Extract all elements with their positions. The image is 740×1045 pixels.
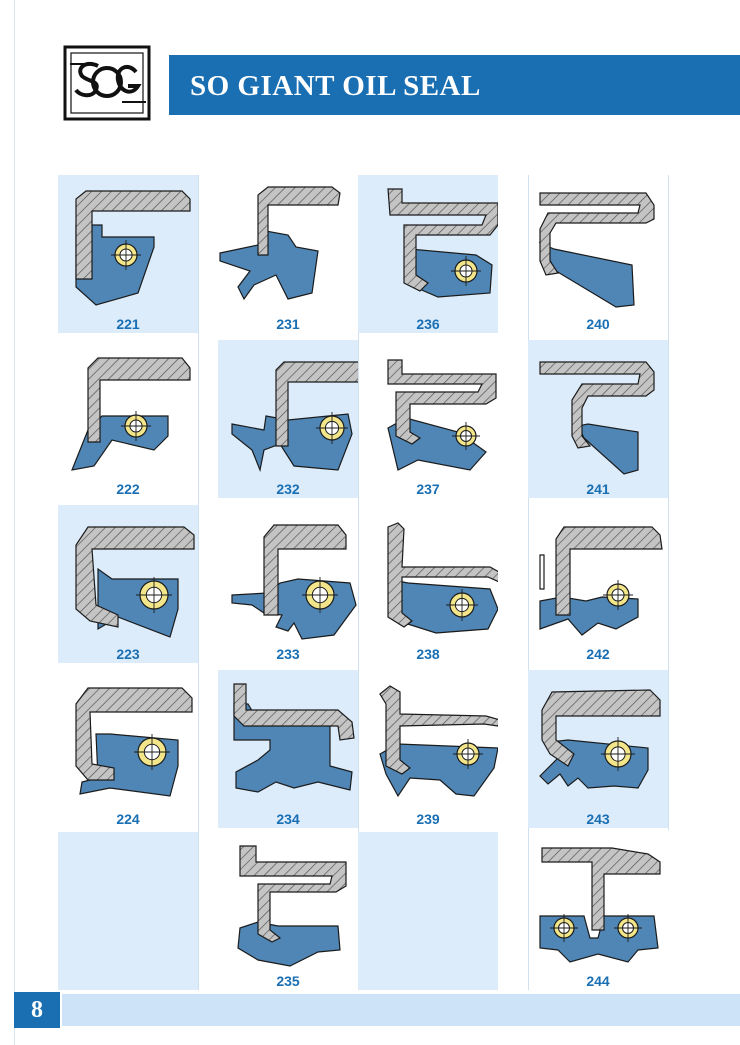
seal-cell: 239: [358, 670, 498, 828]
seal-code-label: 244: [586, 973, 610, 989]
seal-profile-drawing: [231, 524, 357, 640]
seal-code-label: 236: [416, 316, 440, 332]
seal-code-label: 221: [116, 316, 140, 332]
seal-grid: [58, 175, 669, 990]
seal-cell: 224: [58, 670, 198, 828]
grid-divider: [358, 175, 359, 990]
seal-code-label: 241: [586, 481, 610, 497]
seal-code-label: 224: [116, 811, 140, 827]
seal-profile-drawing: [233, 683, 355, 793]
seal-cell: 242: [528, 505, 668, 663]
seal-code-label: 233: [276, 646, 300, 662]
seal-code-label: 242: [586, 646, 610, 662]
seal-profile-drawing: [539, 526, 663, 636]
grid-divider: [528, 175, 529, 990]
seal-code-label: 222: [116, 481, 140, 497]
seal-cell: 223: [58, 505, 198, 663]
seal-cell: 236: [358, 175, 498, 333]
seal-profile-drawing: [219, 186, 341, 301]
seal-profile-drawing: [231, 361, 358, 473]
seal-profile-drawing: [539, 689, 661, 789]
header-bar: [169, 55, 740, 115]
seal-cell: 221: [58, 175, 198, 333]
seal-profile-drawing: [237, 845, 347, 967]
seal-cell: 244: [528, 832, 668, 990]
seal-code-label: 243: [586, 811, 610, 827]
seal-code-label: 240: [586, 316, 610, 332]
seal-profile-drawing: [379, 685, 498, 798]
seal-cell: 241: [528, 340, 668, 498]
page-number-box: [14, 992, 60, 1028]
seal-cell: 222: [58, 340, 198, 498]
seal-cell: 233: [218, 505, 358, 663]
seal-code-label: 234: [276, 811, 300, 827]
seal-cell: 243: [528, 670, 668, 828]
seal-cell: [58, 832, 198, 990]
seal-code-label: 231: [276, 316, 300, 332]
seal-cell: 237: [358, 340, 498, 498]
seal-profile-drawing: [539, 847, 661, 963]
seal-cell: [358, 832, 498, 990]
seal-code-label: 239: [416, 811, 440, 827]
left-margin-rule: [14, 0, 15, 1045]
seal-cell: 231: [218, 175, 358, 333]
seal-profile-drawing: [538, 192, 655, 308]
seal-cell: 240: [528, 175, 668, 333]
grid-divider: [198, 175, 199, 990]
seal-code-label: 223: [116, 646, 140, 662]
seal-profile-drawing: [75, 526, 195, 638]
seal-profile-drawing: [387, 359, 497, 471]
seal-profile-drawing: [539, 361, 655, 475]
seal-profile-drawing: [75, 190, 191, 306]
footer-bar: [62, 994, 740, 1026]
seal-cell: 238: [358, 505, 498, 663]
seal-cell: 235: [218, 832, 358, 990]
page-title: SO GIANT OIL SEAL: [190, 70, 481, 102]
seal-profile-drawing: [387, 522, 498, 634]
page-number: 8: [31, 997, 43, 1023]
seal-profile-drawing: [71, 357, 191, 471]
seal-code-label: 237: [416, 481, 440, 497]
sog-monogram-logo: [63, 45, 151, 121]
seal-cell: 234: [218, 670, 358, 828]
seal-code-label: 238: [416, 646, 440, 662]
seal-profile-drawing: [75, 687, 193, 797]
grid-divider: [668, 175, 669, 830]
seal-profile-drawing: [387, 188, 498, 298]
seal-cell: 232: [218, 340, 358, 498]
seal-code-label: 232: [276, 481, 300, 497]
seal-code-label: 235: [276, 973, 300, 989]
